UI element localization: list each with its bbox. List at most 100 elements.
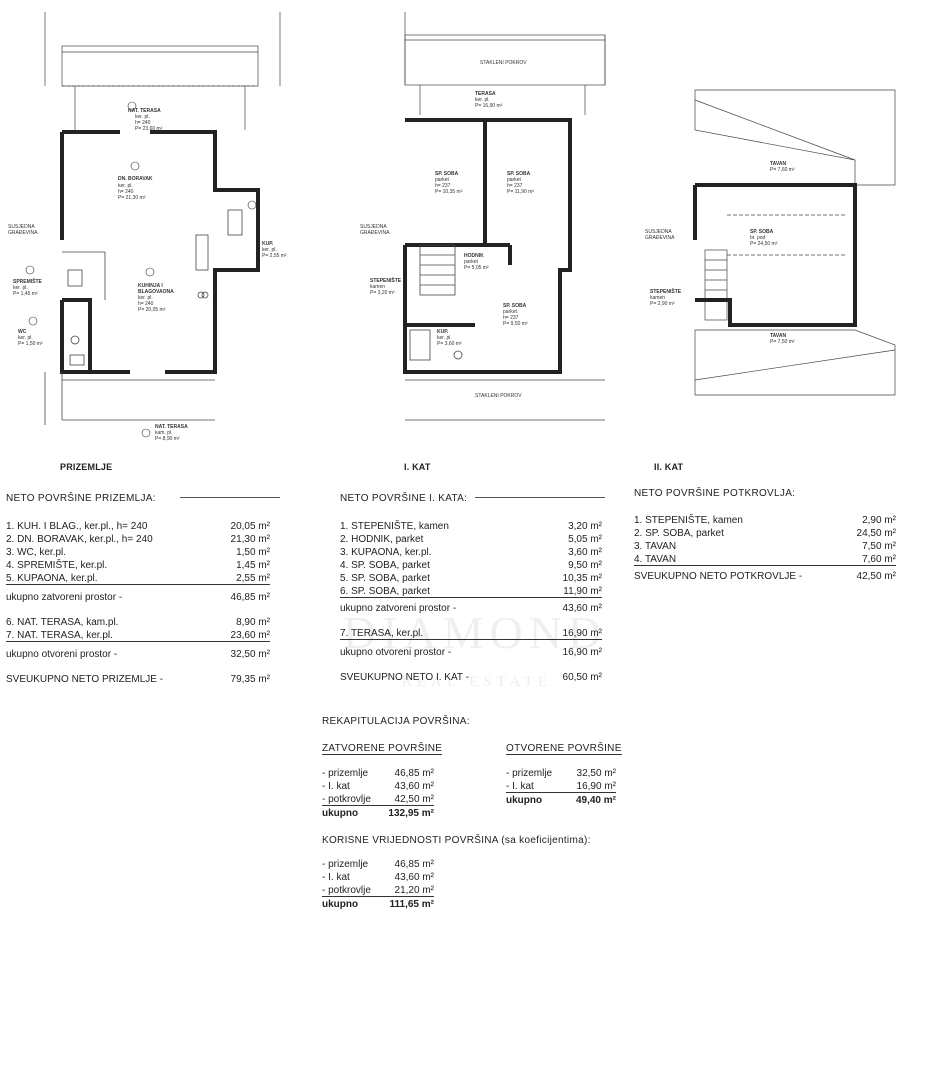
table-row: 7. TERASA, ker.pl.16,90 m² [340, 628, 602, 640]
glass-roof-label: STAKLENI POKROV [480, 60, 527, 66]
svg-text:kamen: kamen [370, 284, 385, 290]
svg-text:GRAĐEVINA: GRAĐEVINA [8, 230, 38, 236]
table-row: 6. NAT. TERASA, kam.pl.8,90 m² [6, 617, 270, 628]
svg-text:h= 240: h= 240 [118, 189, 134, 195]
svg-text:DN. BORAVAK: DN. BORAVAK [118, 176, 153, 182]
svg-text:P= 11,90 m²: P= 11,90 m² [507, 189, 534, 195]
table-row: 5. KUPAONA, ker.pl.2,55 m² [6, 573, 270, 585]
table-row: 3. WC, ker.pl.1,50 m² [6, 547, 270, 558]
svg-text:SP. SOBA: SP. SOBA [507, 171, 531, 177]
svg-text:STEPENIŠTE: STEPENIŠTE [650, 287, 682, 295]
svg-text:P= 2,55 m²: P= 2,55 m² [262, 253, 287, 259]
svg-text:h= 237: h= 237 [435, 183, 451, 189]
svg-text:STAKLENI POKROV: STAKLENI POKROV [475, 393, 522, 399]
svg-text:P= 16,90 m²: P= 16,90 m² [475, 103, 503, 109]
grand-total-row: SVEUKUPNO NETO I. KAT -60,50 m² [340, 672, 602, 683]
svg-text:kam. pl.: kam. pl. [155, 430, 173, 436]
svg-text:parket: parket [503, 309, 518, 315]
closed-total-row: ukupno zatvoreni prostor -43,60 m² [340, 603, 602, 614]
svg-text:ker. pl.: ker. pl. [437, 335, 452, 341]
svg-text:P= 7,60 m²: P= 7,60 m² [770, 167, 795, 173]
open-surfaces-heading: OTVORENE POVRŠINE [506, 743, 622, 755]
svg-text:ker. pl.: ker. pl. [118, 183, 133, 189]
svg-text:ker. pl.: ker. pl. [18, 335, 33, 341]
svg-text:SPREMIŠTE: SPREMIŠTE [13, 277, 43, 285]
svg-text:KUP.: KUP. [437, 329, 449, 335]
svg-text:SP. SOBA: SP. SOBA [435, 171, 459, 177]
svg-text:GRAĐEVINA: GRAĐEVINA [360, 230, 390, 236]
divider [475, 497, 605, 498]
recap-heading: REKAPITULACIJA POVRŠINA: [322, 716, 470, 727]
divider [180, 497, 280, 498]
svg-text:SP. SOBA: SP. SOBA [750, 229, 774, 235]
plan-title: II. KAT [654, 462, 684, 472]
svg-text:h= 237: h= 237 [507, 183, 523, 189]
svg-text:P= 1,45 m²: P= 1,45 m² [13, 291, 38, 297]
svg-text:h= 240: h= 240 [135, 120, 151, 126]
ground-table-heading: NETO POVRŠINE PRIZEMLJA: [6, 493, 156, 504]
svg-text:P= 9,50 m²: P= 9,50 m² [503, 321, 528, 327]
first-floor-plan: TERASA ker. pl. P= 16,90 m² SP. SOBA par… [360, 0, 620, 472]
grand-total-row: SVEUKUPNO NETO PRIZEMLJE -79,35 m² [6, 674, 270, 685]
svg-text:BLAGOVAONA: BLAGOVAONA [138, 289, 174, 295]
svg-text:KUHINJA I: KUHINJA I [138, 283, 163, 289]
svg-text:SUSJEDNA: SUSJEDNA [645, 229, 672, 235]
plan-title: I. KAT [404, 462, 431, 472]
svg-text:TERASA: TERASA [475, 91, 496, 97]
second-floor-drawing: TAVAN P= 7,60 m² SP. SOBA br. pod P= 24,… [645, 89, 896, 396]
svg-text:WC: WC [18, 329, 27, 335]
svg-text:P= 21,30 m²: P= 21,30 m² [118, 195, 146, 201]
svg-text:P= 7,50 m²: P= 7,50 m² [770, 339, 795, 345]
svg-text:GRAĐEVINA: GRAĐEVINA [645, 235, 675, 241]
svg-text:parket: parket [464, 259, 479, 265]
svg-text:SUSJEDNA: SUSJEDNA [360, 224, 387, 230]
ground-floor-drawing: NAT. TERASA ker. pl. h= 240 P= 23,60 m² … [8, 12, 287, 442]
svg-text:TAVAN: TAVAN [770, 333, 786, 339]
first-table-heading: NETO POVRŠINE I. KATA: [340, 493, 468, 504]
first-floor-drawing: TERASA ker. pl. P= 16,90 m² SP. SOBA par… [360, 12, 606, 421]
open-total-row: ukupno otvoreni prostor -32,50 m² [6, 649, 270, 660]
svg-text:TAVAN: TAVAN [770, 161, 786, 167]
svg-text:h= 237: h= 237 [503, 315, 519, 321]
svg-text:ker. pl.: ker. pl. [475, 97, 490, 103]
svg-text:SUSJEDNA: SUSJEDNA [8, 224, 35, 230]
second-floor-plan: TAVAN P= 7,60 m² SP. SOBA br. pod P= 24,… [630, 0, 936, 472]
svg-text:STEPENIŠTE: STEPENIŠTE [370, 276, 402, 284]
svg-text:P= 5,05 m²: P= 5,05 m² [464, 265, 489, 271]
svg-text:P= 3,60 m²: P= 3,60 m² [437, 341, 462, 347]
closed-surfaces-heading: ZATVORENE POVRŠINE [322, 743, 443, 755]
room-label: NAT. TERASA [128, 108, 161, 114]
svg-text:P= 8,90 m²: P= 8,90 m² [155, 436, 180, 442]
ground-floor-plan: NAT. TERASA ker. pl. h= 240 P= 23,60 m² … [0, 0, 300, 472]
table-row: 7. NAT. TERASA, ker.pl.23,60 m² [6, 630, 270, 642]
table-row: 3. KUPAONA, ker.pl.3,60 m² [340, 547, 602, 558]
svg-text:h= 240: h= 240 [138, 301, 154, 307]
svg-text:ker. pl.: ker. pl. [135, 114, 150, 120]
svg-text:P= 23,60 m²: P= 23,60 m² [135, 126, 163, 132]
svg-text:P= 2,90 m²: P= 2,90 m² [650, 301, 675, 307]
second-table-heading: NETO POVRŠINE POTKROVLJA: [634, 488, 796, 499]
plan-title: PRIZEMLJE [60, 462, 113, 472]
svg-text:NAT. TERASA: NAT. TERASA [155, 424, 188, 430]
